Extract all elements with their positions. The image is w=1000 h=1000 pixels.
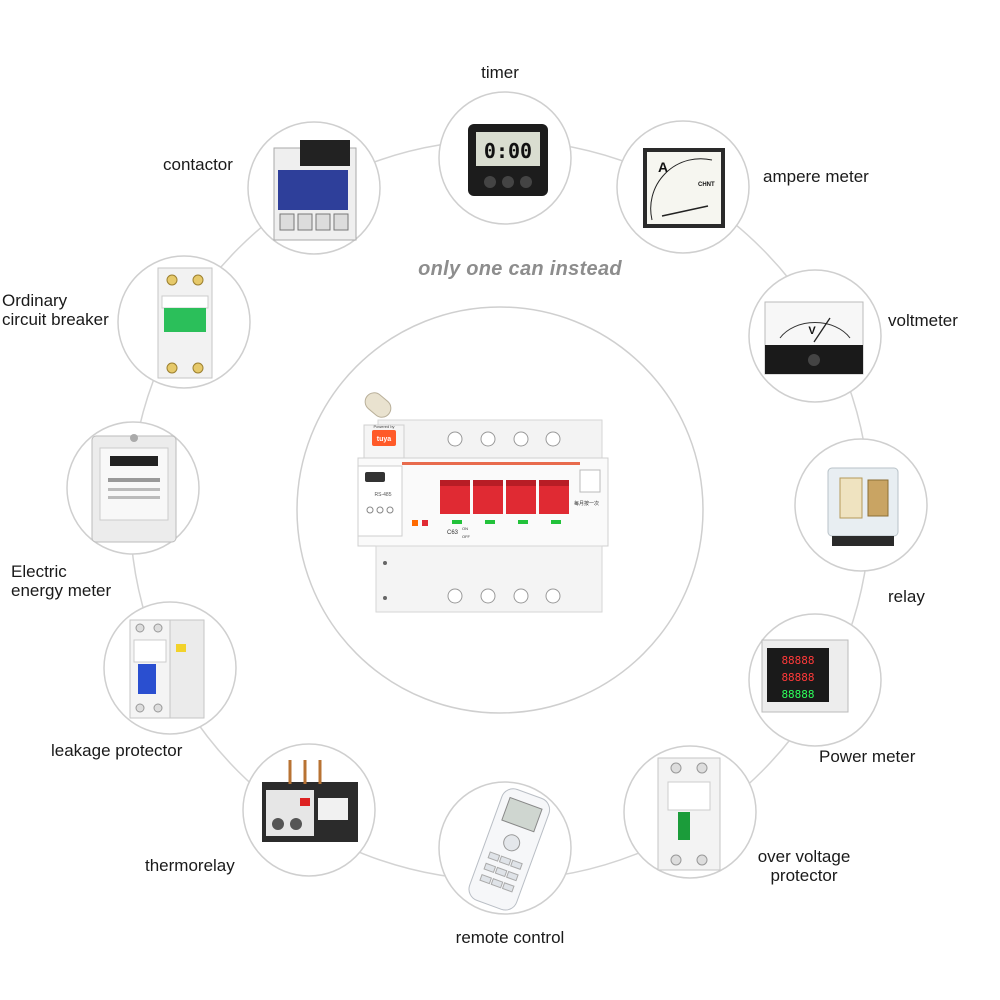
ampere-meter-icon: A CHNT — [643, 148, 725, 228]
contactor-icon — [273, 140, 357, 241]
over-voltage-protector-node — [623, 745, 757, 879]
badge-powered-text: Powered by — [373, 424, 394, 429]
label-ampere-meter: ampere meter — [763, 167, 869, 186]
label-timer: timer — [481, 63, 519, 82]
brand-text: CHNT — [698, 182, 715, 188]
label-power-meter: Power meter — [819, 747, 916, 766]
off-text: OFF — [462, 534, 471, 539]
voltmeter-icon: V — [764, 301, 864, 375]
chinese-note-text: 每月按一次 — [574, 500, 599, 507]
label-ordinary-circuit-breaker: Ordinary circuit breaker — [2, 291, 109, 329]
thermorelay-node — [242, 743, 376, 877]
volt-unit-text: V — [808, 325, 816, 337]
over-voltage-protector-icon — [657, 757, 721, 871]
ordinary-circuit-breaker-icon — [157, 267, 213, 379]
label-electric-energy-meter: Electric energy meter — [11, 562, 112, 600]
rating-text: C63 — [447, 530, 459, 536]
relay-node — [794, 438, 928, 572]
leakage-protector-icon — [129, 619, 205, 719]
smart-breaker-image: Powered by tuya RS-485 C63 ON O — [357, 392, 609, 613]
model-text: RS-485 — [375, 492, 392, 498]
ampere-meter-node: A CHNT — [616, 120, 750, 254]
meter-digits-row-3: 88888 — [781, 688, 814, 701]
timer-icon: 0:00 — [468, 124, 548, 196]
label-thermorelay: thermorelay — [145, 856, 235, 875]
label-leakage-protector: leakage protector — [51, 741, 183, 760]
electric-energy-meter-icon — [91, 434, 177, 543]
label-contactor: contactor — [163, 155, 233, 174]
ordinary-circuit-breaker-node — [117, 255, 251, 389]
tagline: only one can instead — [418, 258, 622, 280]
ampere-unit-text: A — [658, 159, 668, 175]
leakage-protector-node — [103, 601, 237, 735]
label-remote-control: remote control — [455, 928, 565, 947]
thermorelay-icon — [262, 760, 358, 842]
label-over-voltage-protector: over voltage protector — [757, 847, 851, 885]
contactor-node — [247, 121, 381, 255]
on-text: ON — [462, 526, 468, 531]
meter-digits-row-1: 88888 — [781, 654, 814, 667]
electric-energy-meter-node — [66, 421, 200, 555]
label-relay: relay — [888, 587, 925, 606]
voltmeter-node: V — [748, 269, 882, 403]
timer-node: 0:00 — [438, 91, 572, 225]
badge-brand-text: tuya — [377, 436, 392, 443]
label-voltmeter: voltmeter — [888, 311, 958, 330]
relay-icon — [827, 467, 899, 546]
power-meter-node: 88888 88888 88888 — [748, 613, 882, 747]
timer-display-text: 0:00 — [484, 139, 532, 163]
remote-control-icon — [468, 788, 551, 911]
remote-control-node — [438, 781, 572, 915]
power-meter-icon: 88888 88888 88888 — [761, 639, 849, 713]
meter-digits-row-2: 88888 — [781, 671, 814, 684]
